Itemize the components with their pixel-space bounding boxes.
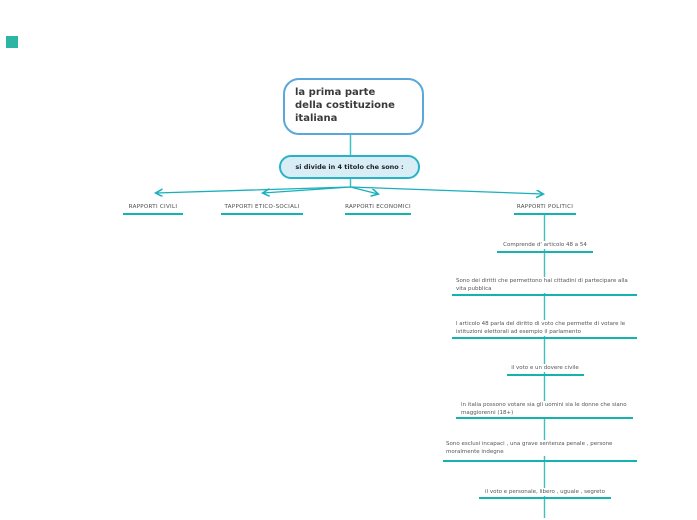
branch-rapporti-civili[interactable]: RAPPORTI CIVILI xyxy=(128,204,178,210)
branch-rapporti-economici[interactable]: RAPPORTI ECONOMICI xyxy=(345,204,411,210)
arrow-to-etico-sociali xyxy=(263,186,351,193)
chain-node-dovere-civile[interactable]: il voto e un dovere civile xyxy=(485,364,605,372)
chain-node-chi-puo-votare[interactable]: in italia possono votare sia gli uomini … xyxy=(461,401,641,417)
chain-node-esclusi[interactable]: Sono esclusi incapaci , una grave senten… xyxy=(446,440,641,456)
chain-node-articolo-48-voto[interactable]: l articolo 48 parla del diritto di voto … xyxy=(456,320,646,336)
branch-rapporti-politici[interactable]: RAPPORTI POLITICI xyxy=(516,204,574,210)
chain-node-caratteri-voto[interactable]: il voto e personale, libero , uguale , s… xyxy=(465,488,625,496)
branch-rapporti-etico-sociali[interactable]: TAPPORTI ETICO-SOCIALI xyxy=(224,204,300,210)
chain-node-diritti-partecipare[interactable]: Sono dei diritti che permettono hai citt… xyxy=(456,277,646,293)
chain-node-comprende-articoli[interactable]: Comprende d' articolo 48 a 54 xyxy=(465,241,625,249)
root-topic[interactable]: la prima parte della costituzione italia… xyxy=(283,78,424,135)
arrow-to-economici xyxy=(350,186,379,194)
arrow-to-civili xyxy=(156,186,351,193)
map-color-swatch xyxy=(6,36,18,48)
arrow-to-politici xyxy=(350,186,544,194)
divider-topic[interactable]: si divide in 4 titolo che sono : xyxy=(279,155,420,179)
